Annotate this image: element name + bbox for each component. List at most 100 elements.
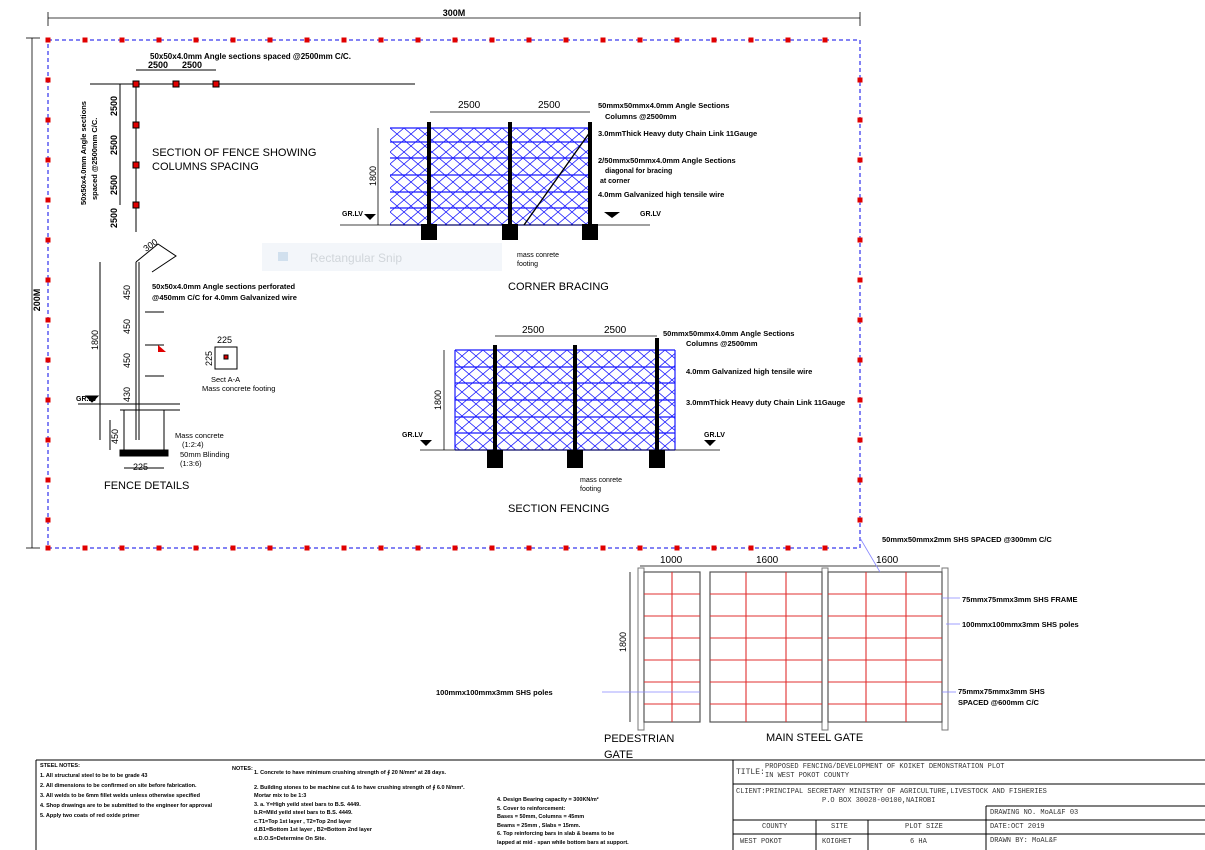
title-line-1: PROPOSED FENCING/DEVELOPMENT OF KOIKET D… bbox=[765, 763, 1005, 771]
corner-dim-1: 2500 bbox=[458, 100, 481, 111]
steel-note-3: 3. All welds to be 6mm fillet welds unle… bbox=[40, 793, 200, 799]
boundary-post bbox=[489, 37, 495, 43]
boundary-post bbox=[452, 545, 458, 551]
overall-width-dimension: 300M bbox=[47, 8, 861, 26]
boundary-post bbox=[526, 37, 532, 43]
gate-label-1: 50mmx50mmx2mm SHS SPACED @300mm C/C bbox=[882, 535, 1052, 544]
section-grlv-left: GR.LV bbox=[402, 432, 423, 439]
note-3a: 3. a. Y=High yeild steel bars to B.S. 44… bbox=[254, 801, 361, 808]
title-key: TITLE: bbox=[736, 768, 765, 777]
general-notes-col1: 1. Concrete to have minimum crushing str… bbox=[254, 769, 465, 843]
corner-dim-2: 2500 bbox=[538, 100, 561, 111]
gate-label-3: 100mmx100mmx3mm SHS poles bbox=[962, 620, 1079, 629]
corner-label-4: 2/50mmx50mmx4.0mm Angle Sections bbox=[598, 156, 736, 165]
boundary-post bbox=[489, 545, 495, 551]
note-5: 5. Cover to reinforcement: bbox=[497, 805, 566, 812]
sect-label-2: Mass concrete footing bbox=[202, 384, 275, 393]
boundary-post bbox=[82, 37, 88, 43]
sect-label-1: Sect A-A bbox=[211, 375, 240, 384]
corner-label-5: diagonal for bracing bbox=[605, 168, 672, 175]
boundary-post bbox=[748, 37, 754, 43]
fence-footing-width: 225 bbox=[133, 462, 148, 472]
boundary-post bbox=[119, 37, 125, 43]
gate-label-4: 75mmx75mmx3mm SHS bbox=[958, 687, 1045, 696]
boundary-post bbox=[857, 477, 863, 483]
client-line-2: P.O BOX 30028-00100,NAIROBI bbox=[822, 797, 936, 805]
fence-grlv: GR.LV bbox=[76, 396, 97, 403]
snip-overlay: Rectangular Snip bbox=[262, 243, 502, 271]
corner-grlv-right: GR.LV bbox=[640, 211, 661, 218]
section-height: 1800 bbox=[433, 390, 443, 410]
general-notes-heading: NOTES: bbox=[232, 766, 253, 772]
county-value: WEST POKOT bbox=[740, 838, 783, 846]
boundary-post bbox=[711, 545, 717, 551]
site-header: SITE bbox=[831, 823, 848, 831]
fence-details-title: FENCE DETAILS bbox=[104, 480, 189, 492]
gate-elevation bbox=[602, 537, 960, 731]
boundary-post bbox=[857, 157, 863, 163]
column-spacing-dim-v-4: 2500 bbox=[109, 208, 119, 228]
note-2: 2. Building stones to be machine cut & t… bbox=[254, 784, 465, 791]
pedestrian-gate-title-2: GATE bbox=[604, 749, 633, 761]
boundary-post bbox=[600, 545, 606, 551]
overall-height-label: 200M bbox=[32, 289, 42, 312]
boundary-post bbox=[341, 37, 347, 43]
note-3c: c.T1=Top 1st layer , T2=Top 2nd layer bbox=[254, 818, 352, 825]
boundary-post bbox=[415, 545, 421, 551]
boundary-post bbox=[45, 397, 51, 403]
boundary-post bbox=[45, 117, 51, 123]
boundary-post bbox=[785, 545, 791, 551]
general-notes-col2: 4. Design Bearing capacity = 300KN/m² 5.… bbox=[497, 796, 629, 847]
steel-note-2: 2. All dimensions to be confirmed on sit… bbox=[40, 783, 197, 789]
note-3b: b.R=Mild yeild steel bars to B.S. 4449. bbox=[254, 810, 353, 816]
boundary-post bbox=[82, 545, 88, 551]
boundary-post bbox=[304, 545, 310, 551]
corner-footing-2: footing bbox=[517, 261, 538, 268]
section-footing-1: mass conrete bbox=[580, 477, 622, 484]
boundary-post bbox=[526, 545, 532, 551]
boundary-post bbox=[857, 437, 863, 443]
boundary-post bbox=[637, 545, 643, 551]
title-line-2: IN WEST POKOT COUNTY bbox=[765, 772, 850, 780]
boundary-post bbox=[415, 37, 421, 43]
boundary-post bbox=[341, 545, 347, 551]
boundary-post bbox=[857, 357, 863, 363]
boundary-post bbox=[857, 77, 863, 83]
concrete-label-2: (1:2:4) bbox=[182, 440, 204, 449]
boundary-post bbox=[822, 545, 828, 551]
fence-height: 1800 bbox=[90, 330, 100, 350]
gate-label-2: 75mmx75mmx3mm SHS FRAME bbox=[962, 595, 1077, 604]
section-fencing-elevation bbox=[420, 335, 720, 468]
corner-label-6: at corner bbox=[600, 178, 630, 185]
boundary-post bbox=[674, 545, 680, 551]
boundary-post bbox=[711, 37, 717, 43]
boundary-post bbox=[45, 477, 51, 483]
gate-label-6: 100mmx100mmx3mm SHS poles bbox=[436, 688, 553, 697]
column-spacing-dim-v-2: 2500 bbox=[109, 135, 119, 155]
sect-dim-side: 225 bbox=[204, 351, 214, 366]
fence-dim-1: 450 bbox=[122, 285, 132, 300]
note-2b: Mortar mix to be 1:3 bbox=[254, 793, 307, 799]
boundary-post bbox=[563, 545, 569, 551]
boundary-post bbox=[637, 37, 643, 43]
gate-dim-1: 1000 bbox=[660, 555, 683, 566]
section-dim-2: 2500 bbox=[604, 325, 627, 336]
boundary-post bbox=[857, 277, 863, 283]
boundary-post bbox=[785, 37, 791, 43]
note-6b: lapped at mid - span while bottom bars a… bbox=[497, 839, 629, 846]
note-3e: e.D.O.S=Determine On Site. bbox=[254, 835, 326, 842]
drawing-date: DATE:OCT 2019 bbox=[990, 823, 1045, 831]
boundary-post bbox=[45, 77, 51, 83]
column-spacing-plan bbox=[90, 69, 415, 232]
boundary-post bbox=[674, 37, 680, 43]
boundary-post bbox=[563, 37, 569, 43]
boundary-post bbox=[748, 545, 754, 551]
boundary-post bbox=[45, 357, 51, 363]
note-3d: d.B1=Bottom 1st layer , B2=Bottom 2nd la… bbox=[254, 827, 372, 833]
boundary-post bbox=[45, 157, 51, 163]
corner-label-7: 4.0mm Galvanized high tensile wire bbox=[598, 190, 724, 199]
column-spacing-dim-h-1: 2500 bbox=[148, 60, 168, 70]
boundary-post bbox=[45, 197, 51, 203]
boundary-post bbox=[156, 545, 162, 551]
main-gate-title: MAIN STEEL GATE bbox=[766, 732, 863, 744]
